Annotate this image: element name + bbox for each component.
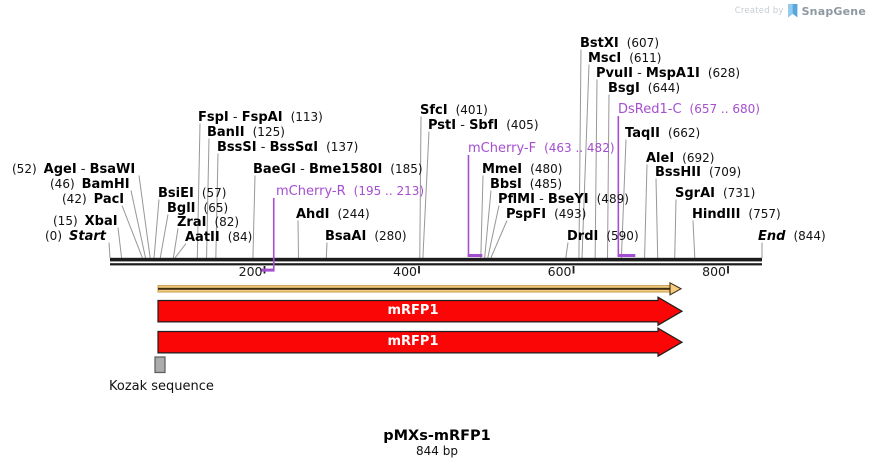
site-label-zrai[interactable]: ZraI(82) xyxy=(177,215,240,230)
plasmid-length: 844 bp xyxy=(416,444,458,458)
site-label-pvuii-mspa1i[interactable]: PvuII - MspA1I(628) xyxy=(596,66,741,81)
enzyme-connector-line xyxy=(620,139,627,259)
site-label-pflmi-bseyi[interactable]: PflMI - BseYI(489) xyxy=(498,192,629,207)
site-label-taqii[interactable]: TaqII(662) xyxy=(625,126,701,141)
site-label-sfci[interactable]: SfcI(401) xyxy=(420,103,488,118)
watermark: Created by SnapGene xyxy=(735,4,866,18)
enzyme-connector-line xyxy=(422,131,430,259)
snapgene-wordmark: SnapGene xyxy=(801,4,866,18)
cds-arrow-label: mRFP1 xyxy=(387,302,439,318)
site-label-agei-bsawi[interactable]: (52)AgeI - BsaWI xyxy=(12,162,136,177)
site-label-bsshii[interactable]: BssHII(709) xyxy=(655,165,742,180)
enzyme-connector-line xyxy=(606,94,610,259)
enzyme-connector-line xyxy=(578,49,582,259)
enzyme-connector-line xyxy=(196,123,201,259)
cds-arrow-mrfp1-2[interactable] xyxy=(157,327,684,358)
enzyme-connector-line xyxy=(484,190,492,259)
site-label-mmei[interactable]: MmeI(480) xyxy=(482,162,563,177)
enzyme-connector-line xyxy=(206,138,210,259)
site-label-bbsi[interactable]: BbsI(485) xyxy=(490,177,563,192)
enzyme-connector-line xyxy=(480,175,484,259)
site-label-end[interactable]: End(844) xyxy=(758,229,826,244)
site-label-paci[interactable]: (42)PacI xyxy=(62,192,125,207)
enzyme-connector-line xyxy=(130,190,147,259)
primer-anneal-bar-mcherry-r[interactable] xyxy=(260,268,275,272)
enzyme-connector-line xyxy=(174,243,187,259)
cds-arrow-label: mRFP1 xyxy=(387,333,439,349)
title-block: pMXs-mRFP1 844 bp xyxy=(0,428,874,459)
plasmid-title: pMXs-mRFP1 xyxy=(383,428,491,444)
sequence-line xyxy=(110,257,762,262)
enzyme-connector-line xyxy=(159,214,169,259)
enzyme-connector-line xyxy=(215,153,219,259)
site-label-hindiii[interactable]: HindIII(757) xyxy=(692,207,781,222)
site-label-psti-sbfi[interactable]: PstI - SbfI(405) xyxy=(428,118,539,133)
cds-arrow-mrfp1-1[interactable] xyxy=(157,296,684,327)
site-label-alei[interactable]: AleI(692) xyxy=(646,151,715,166)
site-label-banii[interactable]: BanII(125) xyxy=(207,125,285,140)
ruler-tick-label: 400 xyxy=(393,263,417,279)
enzyme-connector-line xyxy=(121,205,143,259)
primer-label-mcherry-f[interactable]: mCherry-F(463 .. 482) xyxy=(468,141,615,156)
site-label-bsgi[interactable]: BsgI(644) xyxy=(608,81,681,96)
site-label-baegi-bme1580i[interactable]: BaeGI - Bme1580I(185) xyxy=(253,162,423,177)
site-label-sgrai[interactable]: SgrAI(731) xyxy=(675,186,756,201)
site-label-bstxi[interactable]: BstXI(607) xyxy=(580,36,660,51)
kozak-sequence-label: Kozak sequence xyxy=(109,379,214,394)
enzyme-connector-line xyxy=(252,175,256,259)
site-label-bgli[interactable]: BglI(65) xyxy=(167,201,229,216)
enzyme-connector-line xyxy=(138,175,151,259)
site-label-pspfi[interactable]: PspFI(493) xyxy=(506,207,587,222)
ruler-tick-label: 200 xyxy=(238,263,263,279)
site-label-bsssi-bsss-i[interactable]: BssSI - BssSαI(137) xyxy=(217,140,359,155)
primer-label-mcherry-r[interactable]: mCherry-R(195 .. 213) xyxy=(276,184,425,199)
enzyme-connector-line xyxy=(674,199,677,259)
orf-frame-arrow-head[interactable] xyxy=(669,281,683,296)
enzyme-connector-line xyxy=(108,242,111,259)
ruler-tick-label: 600 xyxy=(547,263,572,279)
enzyme-connector-line xyxy=(490,220,508,259)
enzyme-connector-line xyxy=(594,79,598,259)
site-label-xbai[interactable]: (15)XbaI xyxy=(53,214,118,229)
enzyme-connector-line xyxy=(644,164,648,259)
enzyme-connector-line xyxy=(581,64,590,259)
site-label-drdi[interactable]: DrdI(590) xyxy=(567,229,639,244)
enzyme-connector-line xyxy=(692,220,696,259)
enzyme-connector-line xyxy=(117,227,123,259)
orf-frame-arrow-core xyxy=(158,287,672,290)
kozak-sequence-box[interactable] xyxy=(154,356,166,374)
site-label-bsaai[interactable]: BsaAI(280) xyxy=(325,229,407,244)
site-label-aatii[interactable]: AatII(84) xyxy=(185,230,253,245)
enzyme-connector-line xyxy=(487,205,500,259)
enzyme-connector-line xyxy=(419,116,422,259)
enzyme-connector-line xyxy=(655,178,659,259)
created-by-text: Created by xyxy=(734,6,784,16)
site-label-ahdi[interactable]: AhdI(244) xyxy=(296,207,370,222)
site-label-start[interactable]: (0)Start xyxy=(45,229,106,244)
site-label-bsiei[interactable]: BsiEI(57) xyxy=(158,186,227,201)
snapgene-logo-icon xyxy=(787,4,797,18)
sequence-line-bottom xyxy=(110,263,762,266)
enzyme-connector-line xyxy=(565,242,569,259)
site-label-msci[interactable]: MscI(611) xyxy=(588,51,662,66)
site-label-bamhi[interactable]: (46)BamHI xyxy=(50,177,130,192)
enzyme-connector-line xyxy=(153,199,160,259)
ruler-tick-label: 800 xyxy=(702,263,726,279)
primer-anneal-bar-mcherry-f[interactable] xyxy=(467,254,483,257)
primer-anneal-bar-dsred1-c[interactable] xyxy=(617,254,636,257)
enzyme-connector-line xyxy=(172,228,179,259)
primer-label-dsred1-c[interactable]: DsRed1-C(657 .. 680) xyxy=(618,102,760,117)
enzyme-connector-line xyxy=(325,242,328,259)
site-label-fspi-fspai[interactable]: FspI - FspAI(113) xyxy=(198,110,323,125)
